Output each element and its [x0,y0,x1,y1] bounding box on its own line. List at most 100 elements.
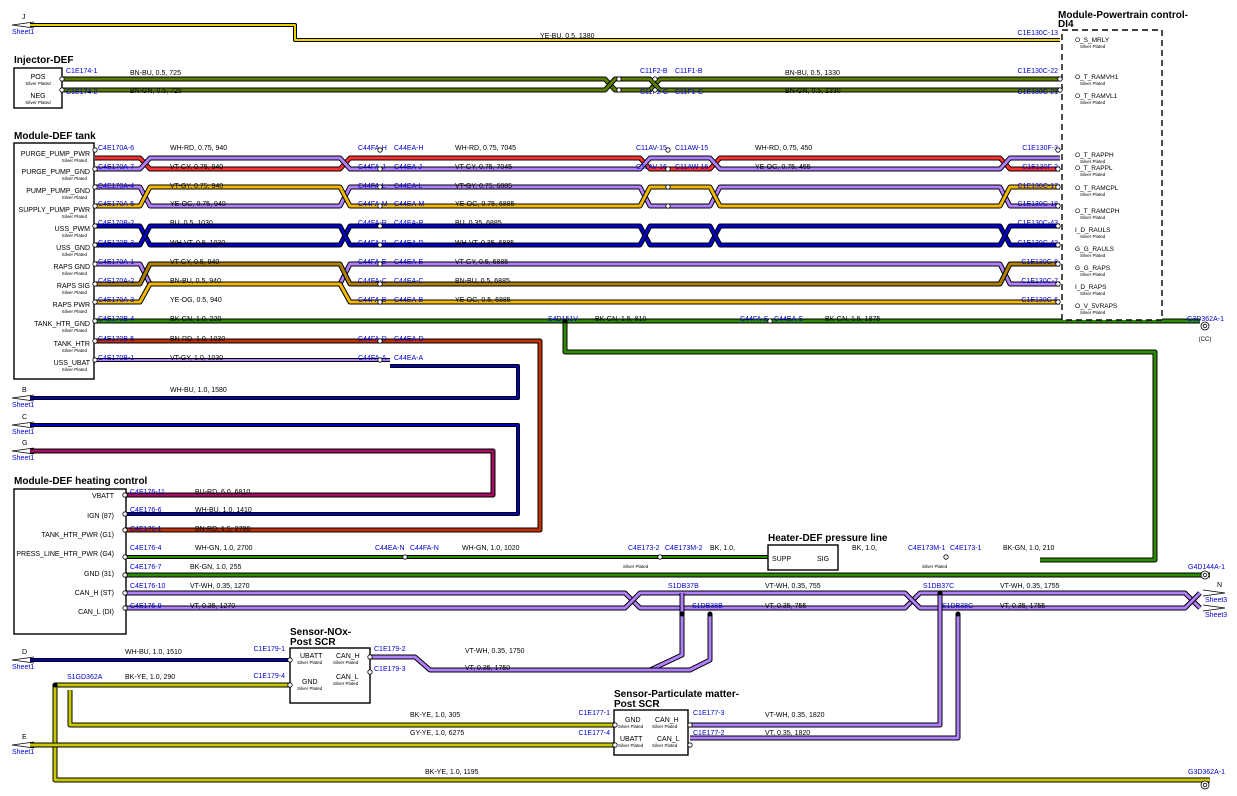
connector-pin-icon [92,242,98,248]
wire-can-h [125,591,1202,610]
pin-label: VBATT [92,493,115,500]
ground-note: (CC) [1199,337,1212,343]
wire-label: VT-WH, 0.35, 755 [765,583,821,590]
connector-pin-icon [377,166,383,172]
wire-bn-rd [95,339,542,532]
connector-label: C4E173M-1 [908,545,945,552]
connector-pin-icon [92,223,98,229]
module-subtitle: Post SCR [290,637,336,648]
wire-uss-b-outline [95,223,1060,248]
pin-note: Silver Plated [1080,234,1106,239]
wire-label: VT, 0.35, 1755 [1000,603,1045,610]
pin-label: I_D_RAPS [1075,284,1107,291]
wire-label: BU-RD, 6.0, 6810 [195,489,250,496]
connector-label: C11F1-C [675,89,703,96]
connector-pin-icon [122,572,128,578]
connector-pin-icon [1057,76,1063,82]
connector-label: C44FA-B [358,297,387,304]
pin-label: CAN_H (ST) [75,590,114,597]
connector-pin-icon [652,76,658,82]
connector-label: C4E170B-1 [98,355,134,362]
wire-bn-bu-inj [62,77,1060,92]
wire-label: WH-VT, 0.5, 1030 [170,240,225,247]
pin-note: Silver Plated [618,724,644,729]
connector-label: C44FA-R [358,220,387,227]
ground-icon [1200,780,1210,790]
connector-pin-icon [657,554,663,560]
pin-note: Silver Plated [62,195,88,200]
pin-label: SUPP [772,556,791,563]
pin-label: TANK_HTR [54,341,90,348]
wire-pm-l [690,614,960,740]
wire-pump-b [95,185,1060,208]
pin-label: RAPS SIG [57,283,90,290]
wire-label: VT-GY, 0.75, 940 [170,164,223,171]
connector-label: C44EA-R [394,220,424,227]
pin-note: Silver Plated [297,686,323,691]
connector-label: C4E170B-5 [98,336,134,343]
offsheet-sheet: Sheet3 [1205,612,1227,619]
pin-label: O_S_MRLY [1075,37,1110,44]
wire-label: VT-GY, 1.0, 1030 [170,355,223,362]
pin-note: Silver Plated [62,158,88,163]
pin-note: Silver Plated [62,309,88,314]
offsheet-sheet: Sheet1 [12,29,34,36]
connector-label: C1E177-3 [693,710,725,717]
ground-inner-icon [1202,323,1208,329]
connector-pin-icon [616,87,622,93]
wire-raps-pwr-outline [95,281,1060,305]
connector-pin-icon [122,590,128,596]
connector-label: C4E176-7 [130,564,162,571]
module-title: Injector-DEF [14,55,73,66]
pin-label: USS_PWM [55,226,91,233]
pin-note: Silver Plated [1080,100,1106,105]
offsheet-sheet: Sheet1 [12,402,34,409]
pin-label: CAN_L [336,674,359,681]
connector-label: C44FA-H [358,145,387,152]
connector-pin-icon [287,657,293,663]
connector-pin-icon [377,261,383,267]
module-title: Module-DEF tank [14,131,96,142]
connector-label: C1E179-4 [253,673,285,680]
pin-label: RAPS GND [53,264,90,271]
pin-note: Silver Plated [1080,291,1106,296]
connector-label: C1E177-4 [578,730,610,737]
connector-label: C44EA-L [394,183,423,190]
splice-dot-icon [955,611,961,617]
pin-label: USS_UBAT [54,360,91,367]
connector-label: C44EA-S [774,316,804,323]
wire-uss-a-outline [95,223,1060,248]
connector-label: C44EA-D [394,336,424,343]
powertrain-module-box [1061,29,1163,321]
pin-label: O_T_RAPPL [1075,165,1113,172]
wire-label: BN-GN, 0.5, 725 [130,88,182,95]
connector-label: C4E170A-7 [98,164,134,171]
wire-label: BK-YE, 1.0, 305 [410,712,460,719]
wire-label: VT, 0.35, 1820 [765,730,810,737]
pin-label: USS_GND [56,245,90,252]
wire-can-l [125,591,1202,610]
wire-label: WH-RD, 0.75, 450 [755,145,812,152]
connector-pin-icon [1055,242,1061,248]
pin-label: CAN_L (DI) [78,609,114,616]
splice-dot-icon [679,611,685,617]
connector-pin-icon [377,184,383,190]
connector-label: C44FA-A [358,355,387,362]
pin-label: RAPS PWR [53,302,90,309]
connector-label: C11F2-B [640,68,668,75]
wire-pump-b-outline [95,184,1060,209]
wire-label: BK-GN, 1.0, 210 [1003,545,1054,552]
connector-label: C4E170B-2 [98,220,134,227]
wire-label: BN-BU, 0.5, 940 [170,278,221,285]
connector-pin-icon [92,166,98,172]
pin-label: PURGE_PUMP_GND [22,169,90,176]
wire-label: VT-GY, 0.5, 6885 [455,259,508,266]
labels-layer: Module-Powertrain control-DI4Injector-DE… [11,10,1227,790]
connector-pin-icon [59,87,65,93]
offsheet-letter: E [22,734,27,741]
connector-pin-icon [122,492,128,498]
wire-label: BN-RD, 1.5, 2700 [195,526,250,533]
connector-label: C4E170B-3 [98,240,134,247]
connector-pin-icon [1055,299,1061,305]
connector-pin-icon [92,357,98,363]
